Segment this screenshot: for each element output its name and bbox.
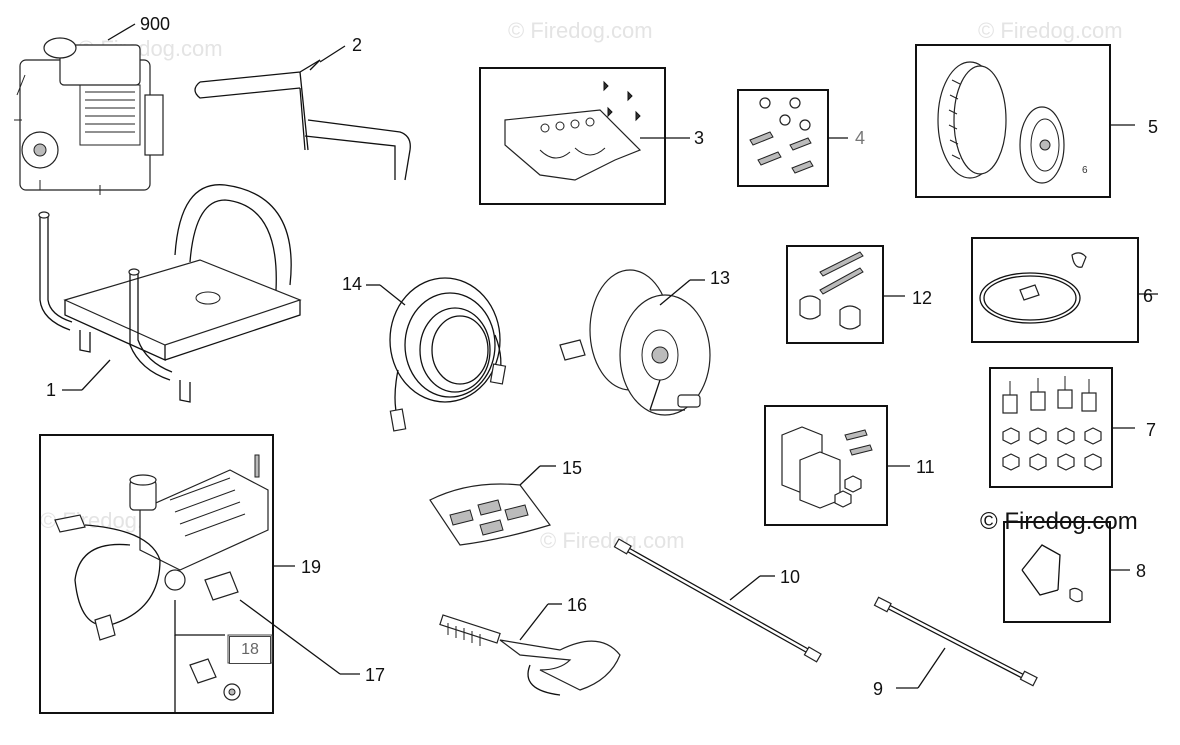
pump-drawing xyxy=(54,454,360,712)
label-9: 9 xyxy=(873,679,884,699)
label-2: 2 xyxy=(352,35,363,55)
box-6 xyxy=(971,237,1139,343)
reel-drawing xyxy=(559,269,711,416)
watermark-3: © Firedog.com xyxy=(978,18,1123,43)
label-7: 7 xyxy=(1146,420,1157,440)
label-17: 17 xyxy=(365,665,386,685)
label-19: 19 xyxy=(301,557,322,577)
engine-drawing xyxy=(14,23,164,195)
box-12 xyxy=(786,245,884,344)
wand-10-drawing xyxy=(613,538,822,663)
oring-drawing xyxy=(979,252,1158,324)
wheel-drawing xyxy=(937,61,1135,184)
wand-9-drawing xyxy=(873,596,1038,689)
label-18: 18 xyxy=(229,636,271,664)
bracket-drawing xyxy=(504,80,690,181)
label-8: 8 xyxy=(1136,561,1147,581)
gun-drawing xyxy=(439,603,621,696)
box-5 xyxy=(915,44,1111,198)
handle-drawing xyxy=(194,45,411,181)
label-900: 900 xyxy=(140,14,171,34)
label-14: 14 xyxy=(342,274,363,294)
nozzles-drawing xyxy=(429,465,556,546)
label-13: 13 xyxy=(710,268,731,288)
box-19 xyxy=(39,434,274,714)
label-3: 3 xyxy=(694,128,705,148)
knobs-drawing xyxy=(799,251,905,330)
label-12: 12 xyxy=(912,288,933,308)
label-15: 15 xyxy=(562,458,583,478)
wheel-mark: 6 xyxy=(1082,165,1088,176)
watermark-5: © Firedog.com xyxy=(540,528,685,553)
mounts-drawing xyxy=(1002,376,1135,471)
clip-drawing xyxy=(1021,544,1130,603)
box-4 xyxy=(737,89,829,187)
label-1: 1 xyxy=(46,380,57,400)
label-11: 11 xyxy=(916,457,935,477)
frame-drawing xyxy=(38,184,302,403)
fasteners-drawing xyxy=(749,97,848,174)
brackets-drawing xyxy=(781,426,910,509)
watermark-2: © Firedog.com xyxy=(508,18,653,43)
box-3 xyxy=(479,67,666,205)
label-16: 16 xyxy=(567,595,588,615)
label-4: 4 xyxy=(855,128,866,148)
label-10: 10 xyxy=(780,567,801,587)
label-6: 6 xyxy=(1143,286,1154,306)
hose-drawing xyxy=(366,277,507,432)
box-8 xyxy=(1003,521,1111,623)
label-5: 5 xyxy=(1148,117,1159,137)
